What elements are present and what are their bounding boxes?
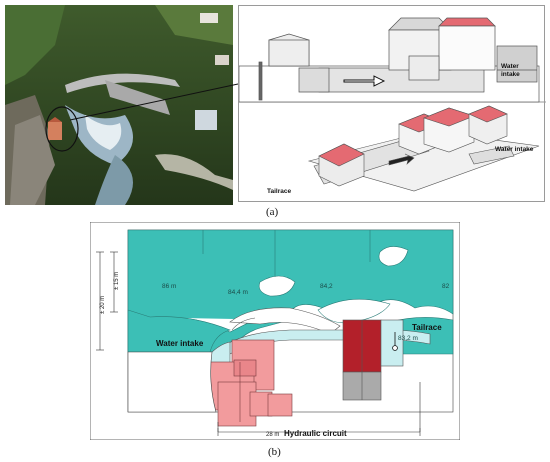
dim-height-15: ± 15 m <box>114 272 120 290</box>
isometric-water-intake-label: Water intake <box>495 146 534 153</box>
callout-line <box>69 83 239 121</box>
tailrace-label: Tailrace <box>412 323 442 332</box>
elevation-84-2: 84,2 <box>320 283 333 290</box>
elevation-82: 82 <box>442 283 450 290</box>
dark-red-building <box>342 319 382 401</box>
caption-b: (b) <box>268 446 281 458</box>
elevation-water-intake-label-2: intake <box>501 71 520 78</box>
length-label: 28 m <box>266 432 279 438</box>
dim-height-20: ± 20 m <box>100 296 106 314</box>
elevation-drawing <box>238 17 540 103</box>
isometric-tailrace-label: Tailrace <box>267 188 291 195</box>
building-drawings-panel: Water intake Water intake Tailrace <box>238 5 546 202</box>
water-intake-label: Water intake <box>156 339 204 348</box>
elevation-83-2: 83,2 m <box>398 335 418 342</box>
aerial-photo <box>5 5 233 205</box>
pink-building <box>209 339 293 427</box>
elevation-water-intake-label-1: Water <box>501 63 519 70</box>
isometric-drawing <box>307 105 540 192</box>
elevation-86: 86 m <box>162 283 176 290</box>
site-plan: ± 20 m ± 15 m 86 m 84,4 m 84,2 82 83,2 m… <box>90 222 460 440</box>
elevation-84-4: 84,4 m <box>228 289 248 296</box>
drawings-svg: Water intake Water intake Tailrace <box>238 17 546 195</box>
highlight-ellipse <box>45 106 79 152</box>
hydraulic-circuit-label: Hydraulic circuit <box>284 429 347 438</box>
caption-a: (a) <box>266 206 279 218</box>
